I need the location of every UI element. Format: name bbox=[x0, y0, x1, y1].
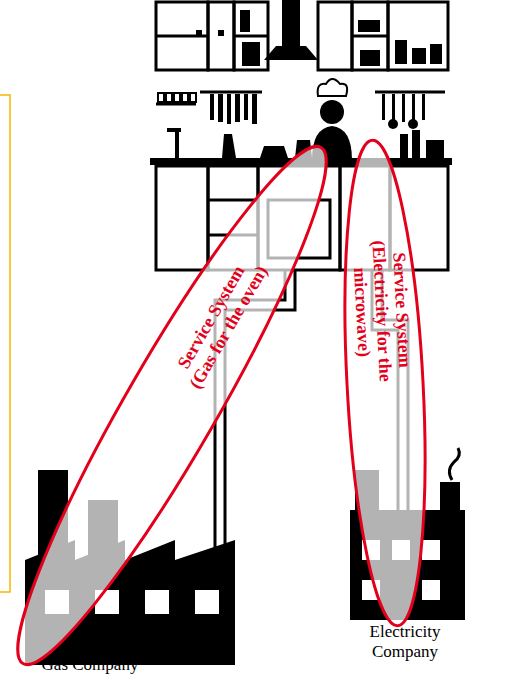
ellipse-outline bbox=[332, 136, 438, 630]
upper-cabinets bbox=[156, 2, 448, 70]
ellipse-shape bbox=[334, 138, 435, 627]
spice-shelf bbox=[156, 92, 445, 104]
range-hood bbox=[264, 0, 318, 60]
knives bbox=[210, 94, 425, 129]
bracket bbox=[0, 95, 10, 592]
cabinet-items bbox=[196, 10, 442, 66]
ellipse-shape bbox=[0, 124, 360, 681]
service-ellipse: Service System (Electricity for the micr… bbox=[332, 136, 438, 630]
service-label: Service System (Electricity for the micr… bbox=[337, 231, 425, 391]
company-label: Gas Company bbox=[15, 655, 165, 675]
company-label: Electricity Company bbox=[350, 622, 460, 663]
